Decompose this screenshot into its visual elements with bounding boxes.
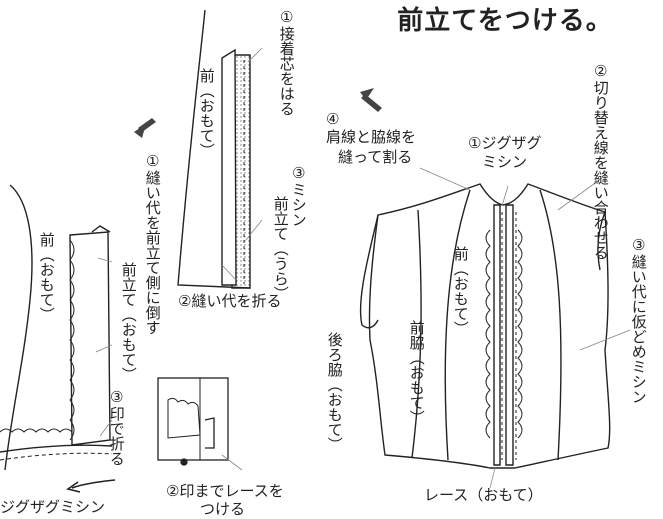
princess-seam-left: [444, 189, 471, 461]
right-side-front-label: 前脇（おもて）: [407, 320, 426, 425]
detail-lace: [167, 397, 201, 439]
left-arrow-icon: [134, 118, 156, 138]
lace-right: [517, 229, 523, 439]
right-bodice-drawing: [359, 183, 611, 469]
left-fold-arrow: [71, 479, 116, 489]
placket-left: [493, 204, 501, 466]
lace-left: [485, 229, 491, 439]
left-hem-stitch: [0, 452, 113, 461]
left-garment-drawing: [0, 184, 116, 493]
page-title: 前立てをつける。: [397, 6, 613, 36]
left-placket-label: 前立て（おもて）: [119, 262, 138, 382]
detail-box-drawing: [157, 377, 229, 466]
right-step4-number: ④: [326, 110, 340, 128]
left-garment-outline: [4, 184, 33, 471]
left-zigzag-label: ジグザグミシン: [0, 498, 106, 516]
right-step1-line2: ミシン: [482, 153, 528, 171]
right-sleeve-left: [359, 214, 379, 329]
right-step4-line2: 肩線と脇線を: [326, 128, 417, 146]
left-placket-fold: [91, 225, 111, 233]
right-step1-line1: ①ジグザグ: [468, 134, 542, 152]
left-front-face-label: 前（おもて）: [37, 232, 56, 322]
princess-seam-left2: [411, 209, 422, 459]
left-step1-label: ①縫い代を前立て側に倒す: [143, 152, 162, 335]
left-hem-ruffle: [0, 428, 73, 433]
middle-step2-fold-label: ②縫い代を折る: [178, 292, 282, 310]
left-lace-edge: [69, 239, 75, 441]
middle-placket-back-label: 前立て（うら）: [271, 196, 290, 301]
right-back-side-label: 後ろ脇（おもて）: [325, 332, 344, 452]
right-arrow-icon: [360, 88, 382, 112]
right-step2-label: ②切り替え線を縫い合わせる: [591, 62, 610, 260]
right-step3-label: ③縫い代に仮どめミシン: [629, 236, 648, 404]
middle-fold-flap: [221, 48, 237, 286]
middle-step2-lace-label: ②印までレースを: [166, 482, 284, 500]
princess-seam-right: [539, 189, 562, 461]
left-placket: [69, 231, 111, 446]
left-step3-label: ③印で折る: [107, 388, 126, 466]
middle-step3-label: ③ミシン: [289, 164, 308, 227]
right-armhole: [597, 211, 606, 271]
arrowhead: [66, 481, 81, 493]
middle-strip-drawing: [177, 9, 251, 289]
bodice-outline: [368, 183, 611, 469]
leader-lines: [95, 47, 631, 489]
middle-front-outline: [177, 9, 251, 289]
placket-right: [505, 204, 514, 466]
left-hem: [0, 444, 113, 453]
middle-step2-lace-cont-label: つける: [200, 500, 246, 518]
right-front-face-label: 前（おもて）: [451, 246, 470, 336]
right-lace-label: レース（おもて）: [424, 486, 543, 504]
middle-step1-label: ①接着芯をはる: [277, 8, 296, 116]
right-step4-line3: 縫って割る: [338, 148, 413, 166]
middle-front-face-label: 前（おもて）: [197, 68, 216, 158]
